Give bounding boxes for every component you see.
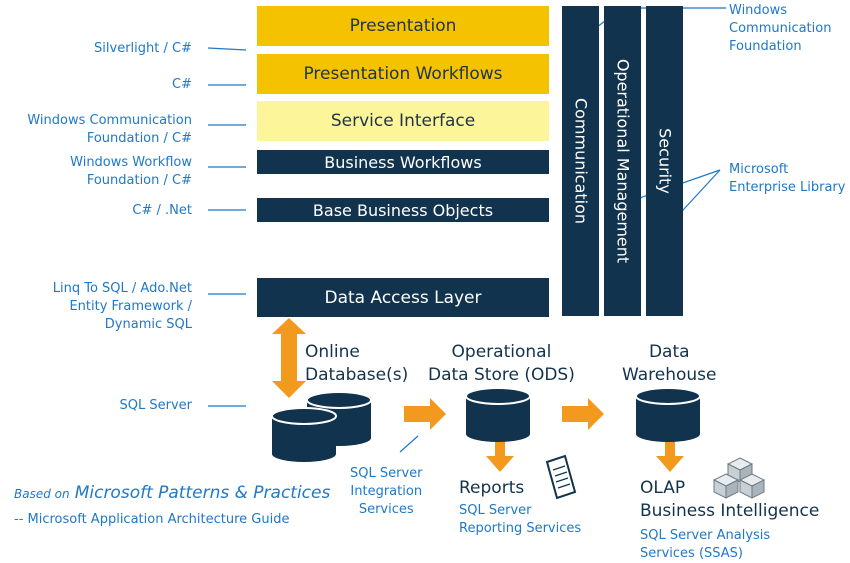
right-arrows [404,398,604,430]
data-access-layer: Data Access Layer [257,278,549,317]
csharp-net-label: C# / .Net [132,203,192,218]
patterns-practices-text: Microsoft Patterns & Practices [74,483,331,503]
presentation-workflows-label: Presentation Workflows [303,64,503,84]
csharp-label: C# [172,77,192,92]
business-workflows-layer: Business Workflows [257,150,549,174]
online-database-label: Online Database(s) [305,342,409,385]
wwf-csharp-label: Windows Workflow Foundation / C# [70,155,192,188]
presentation-layer: Presentation [257,6,549,46]
base-business-objects-label: Base Business Objects [312,200,494,220]
double-arrow-icon [272,318,306,398]
down-arrows [486,437,684,472]
arrow-down-icon [486,437,514,472]
base-business-objects-layer: Base Business Objects [257,198,549,222]
database-icon [635,387,701,443]
olap-bi-label: OLAP Business Intelligence [640,478,820,521]
based-on-text: Based on [14,487,70,501]
left-leader-lines [207,47,247,407]
enterprise-library-label: Microsoft Enterprise Library [729,162,846,195]
data-warehouse-label: Data Warehouse [622,342,717,385]
credit-line: Based on Microsoft Patterns & Practices [14,483,330,503]
database-icon [271,407,337,463]
architecture-guide-text: -- Microsoft Application Architecture Gu… [14,512,290,527]
arrow-down-icon [656,437,684,472]
business-workflows-label: Business Workflows [324,152,482,172]
ods-label: Operational Data Store (ODS) [428,342,575,385]
wcf-csharp-label: Windows Communication Foundation / C# [27,113,192,146]
reports-label: Reports [459,478,525,498]
arrow-right-icon [562,398,604,430]
operational-management-label: Operational Management [613,58,632,264]
presentation-layer-label: Presentation [349,16,457,36]
operational-management-bar: Operational Management [604,6,641,316]
linq-label: Linq To SQL / Ado.Net Entity Framework /… [52,281,192,332]
ssis-label: SQL Server Integration Services [350,466,423,517]
sql-server-label: SQL Server [119,398,193,413]
database-icon [465,387,531,443]
security-label: Security [655,128,674,194]
silverlight-label: Silverlight / C# [94,41,192,56]
arrow-right-icon [404,398,446,430]
data-access-layer-label: Data Access Layer [324,287,482,308]
presentation-workflows-layer: Presentation Workflows [257,54,549,94]
service-interface-label: Service Interface [330,111,476,131]
communication-bar: Communication [562,6,599,316]
security-bar: Security [646,6,683,316]
communication-label: Communication [571,97,590,225]
olap-cubes-icon [712,457,766,499]
service-interface-layer: Service Interface [257,101,549,141]
ssas-label: SQL Server Analysis Services (SSAS) [640,528,771,561]
report-document-icon [545,454,577,500]
wcf-right-label: Windows Communication Foundation [729,3,832,54]
ssrs-label: SQL Server Reporting Services [459,503,582,536]
